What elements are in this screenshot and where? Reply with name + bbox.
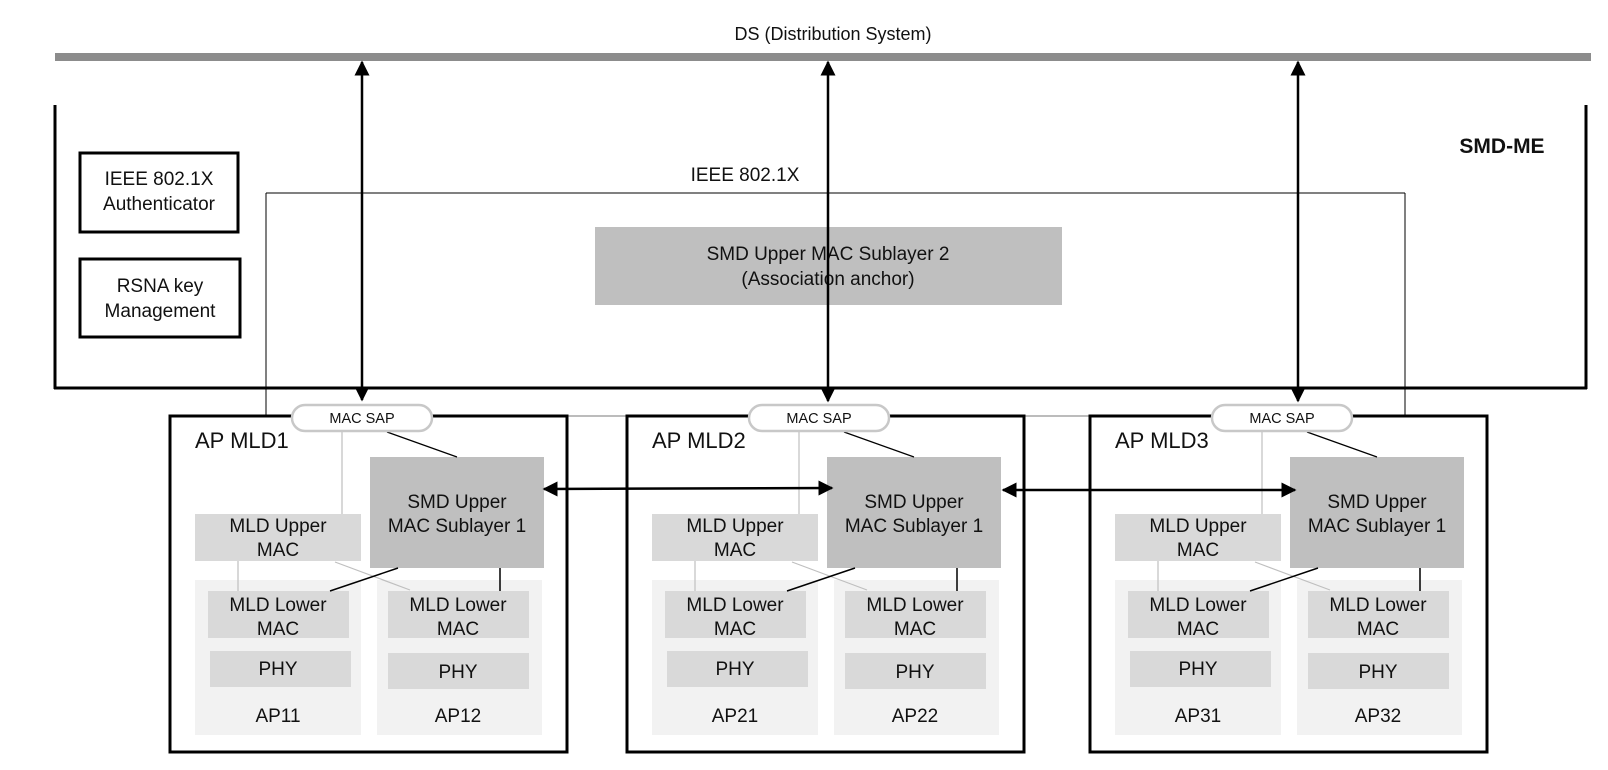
- ieee-8021x-label: IEEE 802.1X: [691, 165, 800, 186]
- mld-lower-mac-line-1: MLD Lower: [686, 595, 784, 616]
- phy-label: PHY: [438, 662, 477, 683]
- mld-lower-mac-box: [1128, 591, 1269, 638]
- authenticator-line-2: Authenticator: [103, 194, 216, 215]
- mac-sap-label: MAC SAP: [786, 411, 851, 427]
- ap-name-label: AP21: [712, 706, 758, 727]
- mld-lower-mac-box: [845, 591, 986, 638]
- smd-upper-mac-line-2: MAC Sublayer 1: [845, 516, 983, 537]
- smd-me-label: SMD-ME: [1459, 135, 1544, 158]
- smd-upper-mac-sublayer-1-box: [370, 457, 544, 568]
- mld-lower-mac-line-1: MLD Lower: [866, 595, 964, 616]
- phy-box: [667, 651, 808, 687]
- ap-mld-title: AP MLD1: [195, 428, 289, 453]
- mac-sap-pill: [1210, 403, 1354, 433]
- mld-upper-mac-box: [1115, 514, 1281, 561]
- phy-box: [845, 653, 986, 689]
- ap-mld-title: AP MLD3: [1115, 428, 1209, 453]
- rsna-line-2: Management: [105, 301, 217, 322]
- phy-label: PHY: [258, 659, 297, 680]
- mac-sap-label: MAC SAP: [1249, 411, 1314, 427]
- ap-name-label: AP11: [255, 706, 300, 727]
- mld-lower-mac-line-2: MAC: [1177, 619, 1219, 640]
- rsna-line-1: RSNA key: [117, 276, 204, 297]
- mld-upper-mac-line-1: MLD Upper: [686, 516, 784, 537]
- ap-name-label: AP12: [435, 706, 481, 727]
- phy-label: PHY: [1178, 659, 1217, 680]
- phy-label: PHY: [895, 662, 934, 683]
- mld-lower-mac-box: [1308, 591, 1449, 638]
- mac-sap-pill: [290, 403, 434, 433]
- mld-upper-mac-line-1: MLD Upper: [1149, 516, 1247, 537]
- mld-lower-mac-line-2: MAC: [257, 619, 299, 640]
- smd-upper-mac-line-1: SMD Upper: [1327, 492, 1427, 513]
- mld-lower-mac-line-2: MAC: [1357, 619, 1399, 640]
- mld-lower-mac-line-1: MLD Lower: [1149, 595, 1247, 616]
- mac-sap-label: MAC SAP: [329, 411, 394, 427]
- mld-upper-mac-line-2: MAC: [257, 540, 299, 561]
- mld-lower-mac-box: [388, 591, 529, 638]
- mac-sap-pill: [747, 403, 891, 433]
- authenticator-box: IEEE 802.1X Authenticator: [78, 151, 240, 234]
- ds-label: DS (Distribution System): [734, 24, 931, 44]
- smd-upper-mac-line-1: SMD Upper: [407, 492, 507, 513]
- ap-mld-title: AP MLD2: [652, 428, 746, 453]
- smd-upper-mac-sublayer-1-box: [1290, 457, 1464, 568]
- smd-upper-mac-line-1: SMD Upper: [864, 492, 964, 513]
- ap-name-label: AP32: [1355, 706, 1401, 727]
- smd-to-lower-cross-connector: [1249, 567, 1319, 592]
- ap-name-label: AP31: [1175, 706, 1221, 727]
- smd-upper-mac-sublayer-1-box: [827, 457, 1001, 568]
- mld-lower-mac-box: [665, 591, 806, 638]
- mld-upper-mac-line-1: MLD Upper: [229, 516, 327, 537]
- ap-name-label: AP22: [892, 706, 938, 727]
- distribution-system-bar: [55, 53, 1591, 61]
- mld1-mld2-link-arrow: [542, 480, 834, 497]
- mld-lower-mac-line-2: MAC: [437, 619, 479, 640]
- phy-box: [1308, 653, 1449, 689]
- mld-lower-mac-line-2: MAC: [714, 619, 756, 640]
- sap-to-smd-connector: [843, 431, 915, 458]
- mld-lower-mac-box: [208, 591, 349, 638]
- phy-label: PHY: [715, 659, 754, 680]
- mld-lower-mac-line-1: MLD Lower: [409, 595, 507, 616]
- smd-upper-mac-line-2: MAC Sublayer 1: [388, 516, 526, 537]
- sap-to-smd-connector: [386, 431, 458, 458]
- phy-label: PHY: [1358, 662, 1397, 683]
- mld-upper-mac-box: [652, 514, 818, 561]
- authenticator-line-1: IEEE 802.1X: [105, 169, 214, 190]
- phy-box: [1130, 651, 1271, 687]
- mld-lower-mac-line-1: MLD Lower: [1329, 595, 1427, 616]
- phy-box: [210, 651, 351, 687]
- mld-upper-mac-box: [195, 514, 361, 561]
- smd-to-lower-cross-connector: [329, 567, 399, 592]
- rsna-key-management-box: RSNA key Management: [78, 257, 242, 339]
- mld-upper-mac-line-2: MAC: [714, 540, 756, 561]
- sap-to-smd-connector: [1306, 431, 1378, 458]
- mld-lower-mac-line-1: MLD Lower: [229, 595, 327, 616]
- mld-upper-mac-line-2: MAC: [1177, 540, 1219, 561]
- mld-lower-mac-line-2: MAC: [894, 619, 936, 640]
- phy-box: [388, 653, 529, 689]
- smd-to-lower-cross-connector: [786, 567, 856, 592]
- smd-upper-mac-line-2: MAC Sublayer 1: [1308, 516, 1446, 537]
